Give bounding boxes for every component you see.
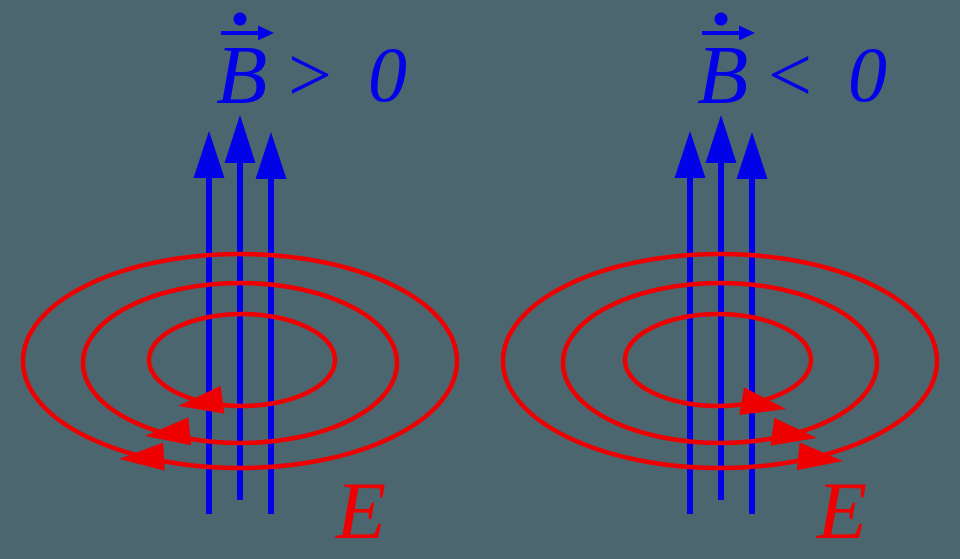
e-loop-inner (146, 311, 338, 409)
b-dot-label-left: B > 0 (216, 12, 407, 122)
relation-sign: > (288, 31, 332, 118)
e-arrowhead-outer (119, 442, 165, 471)
vector-overbar (221, 31, 259, 35)
e-loop-outer (20, 251, 460, 471)
b-arrow-head (224, 115, 256, 163)
zero-symbol: 0 (848, 31, 887, 118)
b-arrow-shaft (687, 170, 693, 514)
right-diagram: B < 0 E (500, 12, 940, 556)
vector-overbar (702, 31, 740, 35)
b-arrow-head (193, 131, 225, 178)
b-arrow-head (674, 131, 706, 178)
vector-overbar-arrowhead-icon (739, 25, 755, 41)
e-arrowhead-middle (770, 417, 817, 446)
left-diagram: B > 0 E (20, 12, 460, 556)
e-loop-inner (622, 311, 814, 409)
b-arrow-shaft (237, 155, 243, 500)
time-derivative-dot-icon (233, 12, 247, 26)
relation-sign: < (768, 31, 812, 118)
b-arrow-head (736, 132, 768, 179)
b-arrow-shaft (749, 171, 755, 514)
e-field-loops-left (20, 251, 460, 471)
e-arrowhead-outer (796, 442, 843, 471)
b-field-arrows-right (674, 115, 768, 514)
b-symbol: B (697, 29, 748, 122)
e-arrowhead-middle (145, 417, 192, 446)
b-field-arrows-left (193, 115, 287, 514)
e-loop-middle (80, 280, 400, 446)
e-loop-middle (560, 280, 880, 446)
e-arrowhead-inner (739, 387, 786, 415)
e-field-label-right: E (816, 465, 867, 556)
b-arrow-head (255, 132, 287, 179)
e-loop-outer (500, 251, 940, 471)
e-loop-arrowheads-right (739, 387, 843, 471)
vector-overbar-arrowhead-icon (258, 25, 274, 41)
e-field-label-left: E (335, 465, 386, 556)
e-arrowhead-inner (178, 385, 225, 414)
b-arrow-head (705, 115, 737, 163)
b-arrow-shaft (268, 171, 274, 514)
time-derivative-dot-icon (714, 12, 728, 26)
b-arrow-shaft (206, 170, 212, 514)
b-arrow-shaft (718, 155, 724, 500)
zero-symbol: 0 (368, 31, 407, 118)
e-field-loops-right (500, 251, 940, 471)
b-symbol: B (216, 29, 267, 122)
e-loop-arrowheads-left (119, 385, 225, 471)
b-dot-label-right: B < 0 (697, 12, 887, 122)
